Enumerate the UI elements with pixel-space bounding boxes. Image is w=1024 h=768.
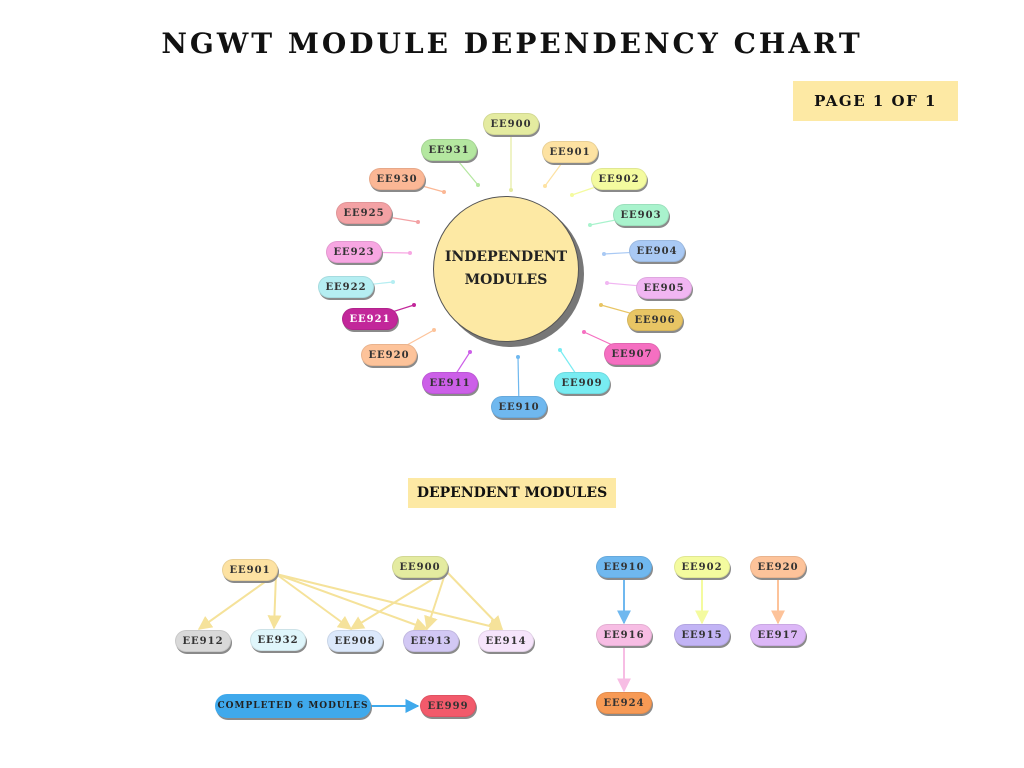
spoke-endpoint	[468, 350, 472, 354]
module-ee910: EE910	[491, 396, 547, 418]
page-indicator: PAGE 1 OF 1	[793, 81, 958, 121]
spoke-endpoint	[599, 303, 603, 307]
module-ee922: EE922	[318, 276, 374, 298]
dependent-module-ee902: EE902	[674, 556, 730, 578]
spoke-endpoint	[588, 223, 592, 227]
dependent-module-ee916: EE916	[596, 624, 652, 646]
dependent-module-ee924: EE924	[596, 692, 652, 714]
module-ee909: EE909	[554, 372, 610, 394]
module-ee930: EE930	[369, 168, 425, 190]
hub-label-line2: MODULES	[464, 272, 548, 288]
dependent-module-ee920: EE920	[750, 556, 806, 578]
chart-title: NGWT MODULE DEPENDENCY CHART	[161, 27, 863, 60]
spoke-endpoint	[412, 303, 416, 307]
dependent-module-ee913: EE913	[403, 630, 459, 652]
dependent-module-ee914: EE914	[478, 630, 534, 652]
dependent-module-ee932: EE932	[250, 629, 306, 651]
module-ee902: EE902	[591, 168, 647, 190]
spoke-endpoint	[476, 183, 480, 187]
dependent-module-ee917: EE917	[750, 624, 806, 646]
completed-modules-node: COMPLETED 6 MODULES	[215, 694, 371, 718]
module-ee920: EE920	[361, 344, 417, 366]
module-ee911: EE911	[422, 372, 478, 394]
dependency-arrows	[197, 570, 785, 713]
hub-label-line1: INDEPENDENT	[444, 249, 568, 265]
module-ee903: EE903	[613, 204, 669, 226]
dependency-arrow	[275, 573, 429, 632]
spoke-endpoint	[570, 193, 574, 197]
module-ee907: EE907	[604, 343, 660, 365]
dependency-arrow	[197, 573, 277, 630]
spoke-endpoint	[605, 281, 609, 285]
spoke-endpoint	[416, 220, 420, 224]
spoke-endpoint	[408, 251, 412, 255]
dependent-parent-ee901: EE901	[222, 559, 278, 581]
dependency-arrow	[275, 573, 353, 630]
module-ee906: EE906	[627, 309, 683, 331]
independent-modules-hub: INDEPENDENT MODULES	[433, 196, 579, 342]
dependent-module-ee912: EE912	[175, 630, 231, 652]
dependency-arrow	[424, 570, 447, 631]
module-ee925: EE925	[336, 202, 392, 224]
spoke-endpoint	[509, 188, 513, 192]
spoke-endpoint	[602, 252, 606, 256]
module-ee900: EE900	[483, 113, 539, 135]
dependency-arrow	[445, 570, 503, 631]
spoke-endpoint	[558, 348, 562, 352]
dependent-module-ee910: EE910	[596, 556, 652, 578]
spoke-endpoint	[582, 330, 586, 334]
dependent-parent-ee900: EE900	[392, 556, 448, 578]
spoke-endpoint	[442, 190, 446, 194]
spoke-endpoint	[432, 328, 436, 332]
dependent-module-ee908: EE908	[327, 630, 383, 652]
module-ee901: EE901	[542, 141, 598, 163]
spoke-endpoint	[543, 184, 547, 188]
module-ee921: EE921	[342, 308, 398, 330]
dependency-arrow	[275, 573, 504, 633]
spoke-endpoint	[391, 280, 395, 284]
dependent-modules-heading: DEPENDENT MODULES	[408, 478, 616, 508]
dependency-arrow	[267, 573, 282, 630]
module-ee923: EE923	[326, 241, 382, 263]
final-module-ee999: EE999	[420, 695, 476, 717]
dependent-module-ee915: EE915	[674, 624, 730, 646]
module-ee931: EE931	[421, 139, 477, 161]
module-ee905: EE905	[636, 277, 692, 299]
module-ee904: EE904	[629, 240, 685, 262]
dependency-arrow	[349, 570, 447, 630]
spoke-endpoint	[516, 355, 520, 359]
